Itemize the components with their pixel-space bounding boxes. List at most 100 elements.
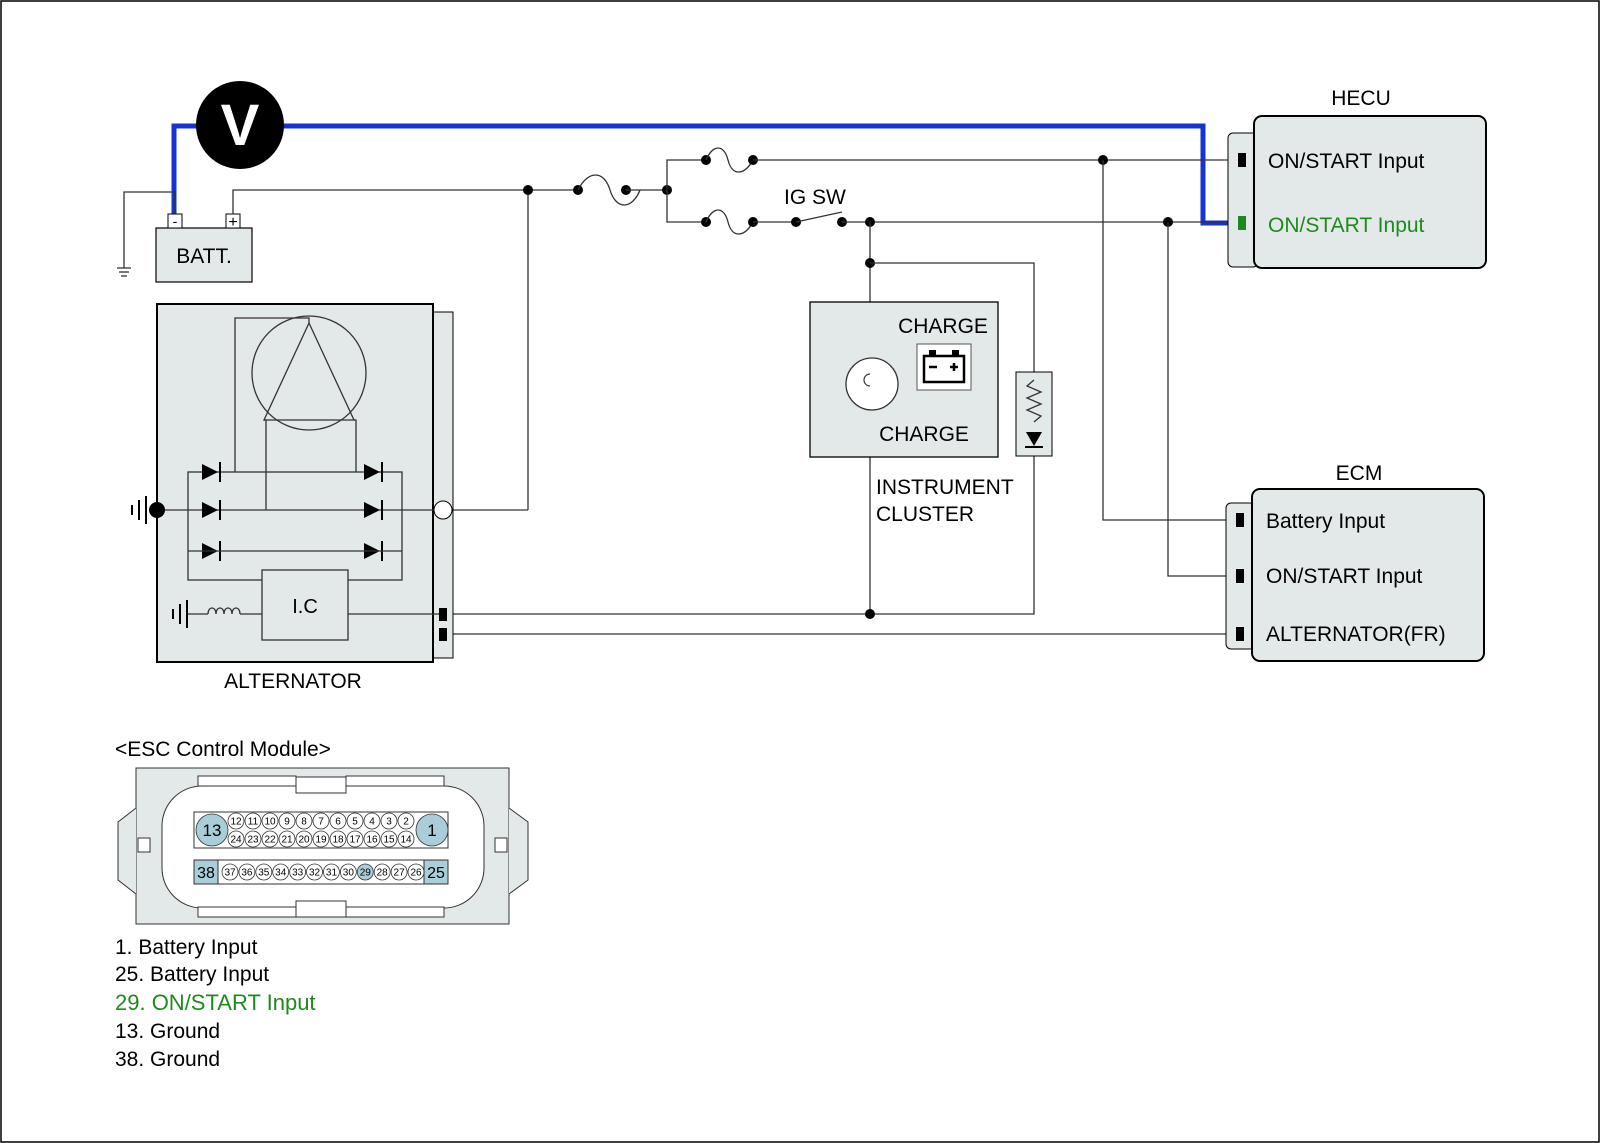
hecu-body <box>1253 115 1487 269</box>
connector-pin <box>373 863 391 881</box>
ground-icon <box>117 191 176 277</box>
connector-pin <box>380 812 398 830</box>
ecm-module: ECM Battery Input ON/START Input ALTERNA… <box>1225 462 1485 662</box>
connector-pin-label: 32 <box>309 868 321 879</box>
ecm-pin-alternator: ALTERNATOR(FR) <box>1266 623 1446 646</box>
connector-pin <box>397 812 415 830</box>
ig-switch-label: IG SW <box>784 186 846 209</box>
charge-warning-label: CHARGE <box>898 315 988 338</box>
hecu-pin-highlight <box>1238 216 1246 230</box>
battery: - + BATT. <box>155 213 253 283</box>
connector-pin <box>227 812 245 830</box>
connector-pin-label: 18 <box>332 835 344 846</box>
connector-pin-label: 3 <box>386 817 392 828</box>
connector-pin <box>329 830 347 848</box>
connector-pin-label: 10 <box>264 817 276 828</box>
connector-pin <box>244 830 262 848</box>
connector-pin <box>238 863 256 881</box>
diode-icon <box>1026 432 1042 446</box>
connector-pin <box>295 830 313 848</box>
ecm-pin-onstart: ON/START Input <box>1266 565 1423 588</box>
connector-pin-label: 6 <box>335 817 341 828</box>
alternator-label: ALTERNATOR <box>224 670 362 693</box>
connector-pin <box>356 863 374 881</box>
hecu-title: HECU <box>1331 87 1391 110</box>
connector-pin <box>312 830 330 848</box>
voltmeter-icon: V <box>196 81 284 169</box>
connector-pin-label: 9 <box>284 817 290 828</box>
connector-pin-label: 4 <box>369 817 375 828</box>
alternator-b-terminal <box>433 500 453 520</box>
connector-pin-label: 5 <box>352 817 358 828</box>
connector-pin <box>244 812 262 830</box>
connector-pin-label: 19 <box>315 835 327 846</box>
ecm-title: ECM <box>1336 462 1383 485</box>
battery-warning-icon <box>916 343 972 391</box>
connector-pin <box>423 859 449 885</box>
battery-label: BATT. <box>176 245 232 268</box>
connector-pin-label: 17 <box>349 835 361 846</box>
connector-pin <box>380 830 398 848</box>
connector-pin <box>346 830 364 848</box>
connector-pin <box>397 830 415 848</box>
legend-item: 38. Ground <box>115 1048 220 1071</box>
connector-pin <box>289 863 307 881</box>
ecm-body <box>1251 488 1485 662</box>
connector-pin-label: 24 <box>230 835 242 846</box>
legend-item: 25. Battery Input <box>115 963 269 986</box>
connector-pin-label: 25 <box>427 865 445 882</box>
connector-pin-label: 15 <box>383 835 395 846</box>
connector-pin <box>323 863 340 881</box>
alternator: I.C ALTERNATOR <box>131 303 454 693</box>
connector-pin-label: 8 <box>301 817 307 828</box>
connector-pin <box>261 830 279 848</box>
cluster-label-line1: INSTRUMENT <box>876 476 1014 499</box>
esc-pin-legend: 1. Battery Input 25. Battery Input 29. O… <box>115 936 316 1071</box>
instrument-cluster: CHARGE CHARGE INSTRUMENT CLUSTER <box>809 301 1053 526</box>
connector-pin-label: 22 <box>264 835 276 846</box>
legend-item: 13. Ground <box>115 1020 220 1043</box>
esc-title: <ESC Control Module> <box>115 738 331 761</box>
connector-pin <box>193 859 219 885</box>
connector-pin <box>227 830 245 848</box>
charge-lamp-label: CHARGE <box>879 423 969 446</box>
battery-wiring <box>232 147 1242 635</box>
connector-pin <box>306 863 323 881</box>
hecu-pin-1: ON/START Input <box>1268 150 1425 173</box>
ecm-pin-battery: Battery Input <box>1266 510 1385 533</box>
connector-pin <box>329 812 347 830</box>
connector-pin <box>272 863 290 881</box>
connector-pin <box>390 863 408 881</box>
connector-pin <box>363 812 381 830</box>
legend-item: 1. Battery Input <box>115 936 258 959</box>
voltmeter-symbol: V <box>221 93 260 158</box>
battery-neg-sign: - <box>173 213 178 229</box>
connector-pin <box>221 863 239 881</box>
connector-pin-label: 14 <box>400 835 412 846</box>
cluster-label-line2: CLUSTER <box>876 503 974 526</box>
battery-body <box>155 227 253 283</box>
connector-pin-label: 37 <box>224 868 236 879</box>
hecu-module: HECU ON/START Input ON/START Input <box>1227 87 1487 269</box>
connector-pin-label: 12 <box>230 817 242 828</box>
ground-icon <box>131 496 165 524</box>
ig-switch-contact <box>795 211 843 223</box>
ic-regulator <box>261 569 349 641</box>
connector-pin-label: 23 <box>247 835 259 846</box>
connector-pin-label: 33 <box>292 868 304 879</box>
connector-pin <box>346 812 364 830</box>
connector-pin <box>415 813 449 847</box>
resistor-icon <box>1025 379 1043 423</box>
field-coil-icon <box>207 607 241 615</box>
connector-pin <box>339 863 357 881</box>
ground-icon <box>172 600 188 628</box>
connector-pin <box>295 812 313 830</box>
stator-icon <box>251 315 367 431</box>
connector-pin-label: 38 <box>197 865 215 882</box>
connector-pin <box>255 863 273 881</box>
connector-pin-label: 30 <box>343 868 355 879</box>
connector-pin <box>278 812 296 830</box>
